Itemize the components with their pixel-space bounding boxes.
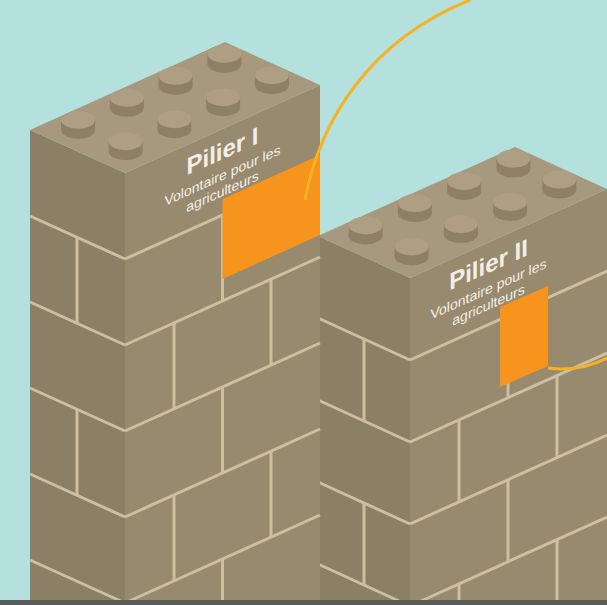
leader-curve xyxy=(305,0,470,200)
right-tower xyxy=(318,147,607,605)
bottom-edge xyxy=(0,600,607,605)
leader-curve xyxy=(548,358,607,369)
left-tower xyxy=(30,42,320,605)
